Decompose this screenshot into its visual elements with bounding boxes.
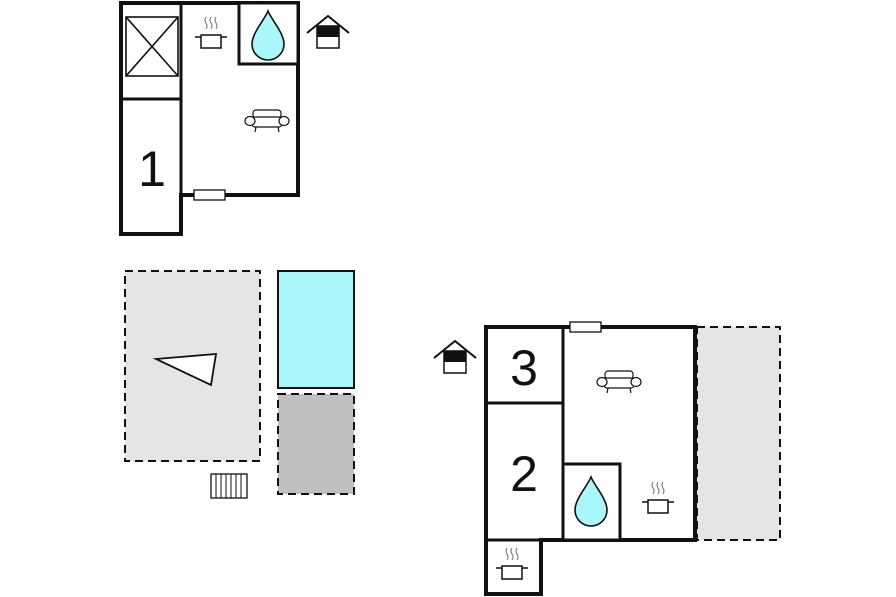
door-icon	[569, 321, 602, 333]
building-a: 1	[119, 1, 350, 236]
house-entrance-icon	[433, 340, 477, 374]
pool	[277, 270, 355, 389]
house-entrance-icon	[306, 15, 350, 49]
bedroom-3-label: 3	[510, 340, 538, 396]
compass-triangle-icon	[152, 353, 218, 387]
bedroom-1-label: 1	[138, 141, 166, 197]
radiator-heater-icon	[210, 473, 248, 499]
outdoor-area	[124, 270, 355, 499]
bedroom-2-label: 2	[510, 446, 538, 502]
paved-area	[277, 393, 355, 495]
sauna-icon	[125, 16, 179, 77]
building-b: 3 2	[433, 321, 781, 596]
terrace-b	[696, 326, 781, 541]
door-icon	[193, 189, 226, 201]
